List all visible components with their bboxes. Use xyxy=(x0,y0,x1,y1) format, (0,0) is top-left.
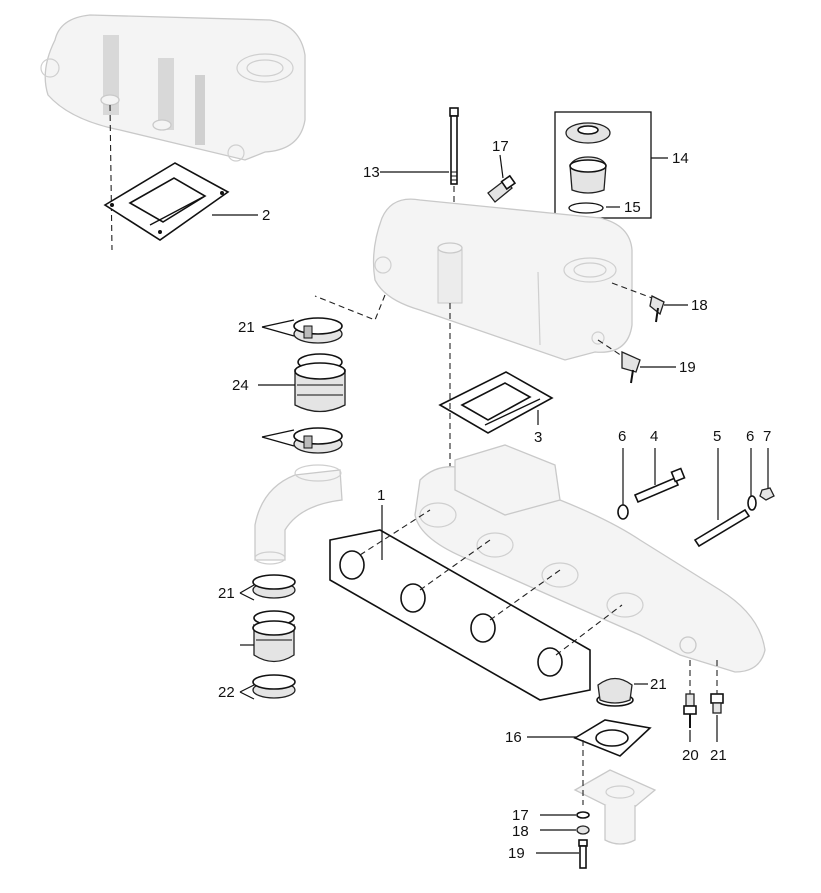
thermostat xyxy=(596,677,634,707)
callout-6-a: 6 xyxy=(618,428,626,445)
hose-clamp-lower-1 xyxy=(252,574,296,599)
stud-long xyxy=(693,508,751,548)
callout-15: 17 xyxy=(512,807,529,824)
exhaust-hose-lower xyxy=(252,610,296,663)
washer-16 xyxy=(576,825,590,835)
callout-1: 1 xyxy=(377,487,385,504)
callout-20: 21 xyxy=(650,676,667,693)
elbow-fitting xyxy=(621,350,641,384)
callout-4: 4 xyxy=(650,428,658,445)
hose-clamp-middle xyxy=(293,427,343,454)
washer-15 xyxy=(576,811,590,819)
callout-8: 13 xyxy=(363,164,380,181)
bolt-17 xyxy=(578,839,588,869)
bolt-short xyxy=(633,467,686,504)
callout-9: 14 xyxy=(672,150,689,167)
callout-14: 16 xyxy=(505,729,522,746)
callout-21-a: 21 xyxy=(238,319,255,336)
callout-21-b: 21 xyxy=(218,585,235,602)
callout-3: 3 xyxy=(534,429,542,446)
callout-12: 18 xyxy=(691,297,708,314)
heat-exchanger-reference-top xyxy=(40,14,306,162)
washer-stud xyxy=(747,495,757,511)
callout-11: 17 xyxy=(492,138,509,155)
temperature-sender xyxy=(683,693,697,728)
hose-clamp-upper xyxy=(293,317,343,344)
nut xyxy=(759,487,775,501)
gasket-middle xyxy=(438,371,554,434)
callout-5: 5 xyxy=(713,428,721,445)
drain-fitting xyxy=(487,174,517,203)
manifold-gasket xyxy=(329,529,591,701)
callout-10: 15 xyxy=(624,199,641,216)
long-bolt xyxy=(449,107,459,185)
small-drain-plug xyxy=(649,295,665,323)
gasket-top xyxy=(103,162,230,241)
callout-22: 24 xyxy=(232,377,249,394)
hose-clamp-lower-2 xyxy=(252,674,296,699)
thermostat-gasket xyxy=(573,719,652,757)
callout-6-b: 6 xyxy=(746,428,754,445)
callout-2: 2 xyxy=(262,207,270,224)
callout-19: 21 xyxy=(710,747,727,764)
callout-7: 7 xyxy=(763,428,771,445)
exhaust-elbow-reference xyxy=(254,464,343,565)
exhaust-hose xyxy=(294,353,346,413)
heat-exchanger-reference-middle xyxy=(372,198,633,361)
callout-17: 19 xyxy=(508,845,525,862)
filler-cap-kit-box xyxy=(554,111,652,219)
callout-16: 18 xyxy=(512,823,529,840)
callout-21-c: 22 xyxy=(218,684,235,701)
callout-18: 20 xyxy=(682,747,699,764)
temperature-switch xyxy=(710,693,724,714)
thermostat-housing-reference xyxy=(573,769,657,845)
washer-bolt-4 xyxy=(617,504,629,520)
exhaust-manifold-reference xyxy=(414,444,766,673)
callout-13: 19 xyxy=(679,359,696,376)
